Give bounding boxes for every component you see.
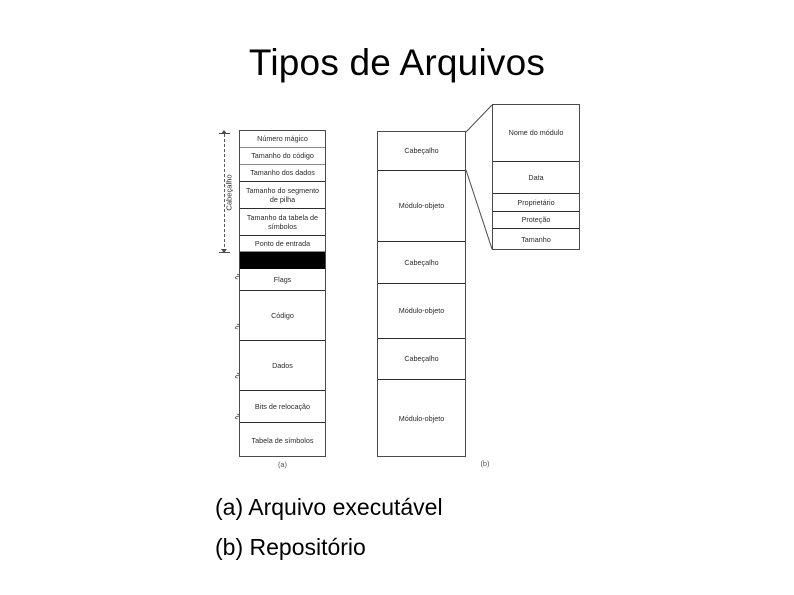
caption-list: (a) Arquivo executável (b) Repositório — [215, 488, 715, 567]
header-detail-box: Nome do módulo Data Proprietário Proteçã… — [492, 104, 580, 250]
exec-row: Número mágico — [240, 131, 325, 148]
header-detail-row: Data — [493, 162, 579, 194]
exec-row: Bits de relocação — [240, 391, 325, 423]
archive-column: Cabeçalho Módulo-objeto Cabeçalho Módulo… — [377, 131, 466, 457]
caption-item-a: (a) Arquivo executável — [215, 494, 443, 520]
page-title: Tipos de Arquivos — [248, 42, 546, 83]
bracket-tick-top — [219, 133, 230, 134]
archive-row: Módulo-objeto — [378, 171, 465, 242]
header-detail-row: Nome do módulo — [493, 105, 579, 162]
executable-panel-label: (a) — [277, 460, 288, 469]
header-bracket-label: Cabeçalho — [224, 174, 234, 211]
exec-row: Tamanho dos dados — [240, 165, 325, 182]
archive-row: Cabeçalho — [378, 242, 465, 284]
exec-row: Tabela de símbolos — [251, 435, 314, 445]
bracket-arrow-up — [221, 130, 227, 134]
exec-row: Tamanho do segmento de pilha — [240, 182, 325, 209]
bracket-tick-bottom — [219, 252, 230, 253]
header-detail-row: Tamanho — [521, 235, 551, 245]
archive-panel-label: (b) — [480, 459, 490, 468]
exec-row: Ponto de entrada — [240, 236, 325, 252]
header-detail-row: Proteção — [493, 212, 579, 229]
exec-row: Tamanho da tabela de símbolos — [240, 209, 325, 236]
archive-row: Cabeçalho — [378, 132, 465, 171]
exec-row: Dados — [240, 341, 325, 391]
bracket-arrow-down — [221, 249, 227, 253]
exec-row-filled — [240, 252, 325, 269]
exec-row: Flags — [240, 269, 325, 291]
archive-row: Módulo-objeto — [378, 284, 465, 339]
exec-row: Tamanho do código — [240, 148, 325, 165]
archive-row: Cabeçalho — [378, 339, 465, 380]
caption-item-b: (b) Repositório — [215, 533, 366, 560]
executable-file-column: Número mágico Tamanho do código Tamanho … — [239, 130, 326, 457]
exec-row: Código — [240, 291, 325, 341]
archive-row: Módulo-objeto — [398, 414, 445, 424]
header-detail-row: Proprietário — [493, 194, 579, 212]
